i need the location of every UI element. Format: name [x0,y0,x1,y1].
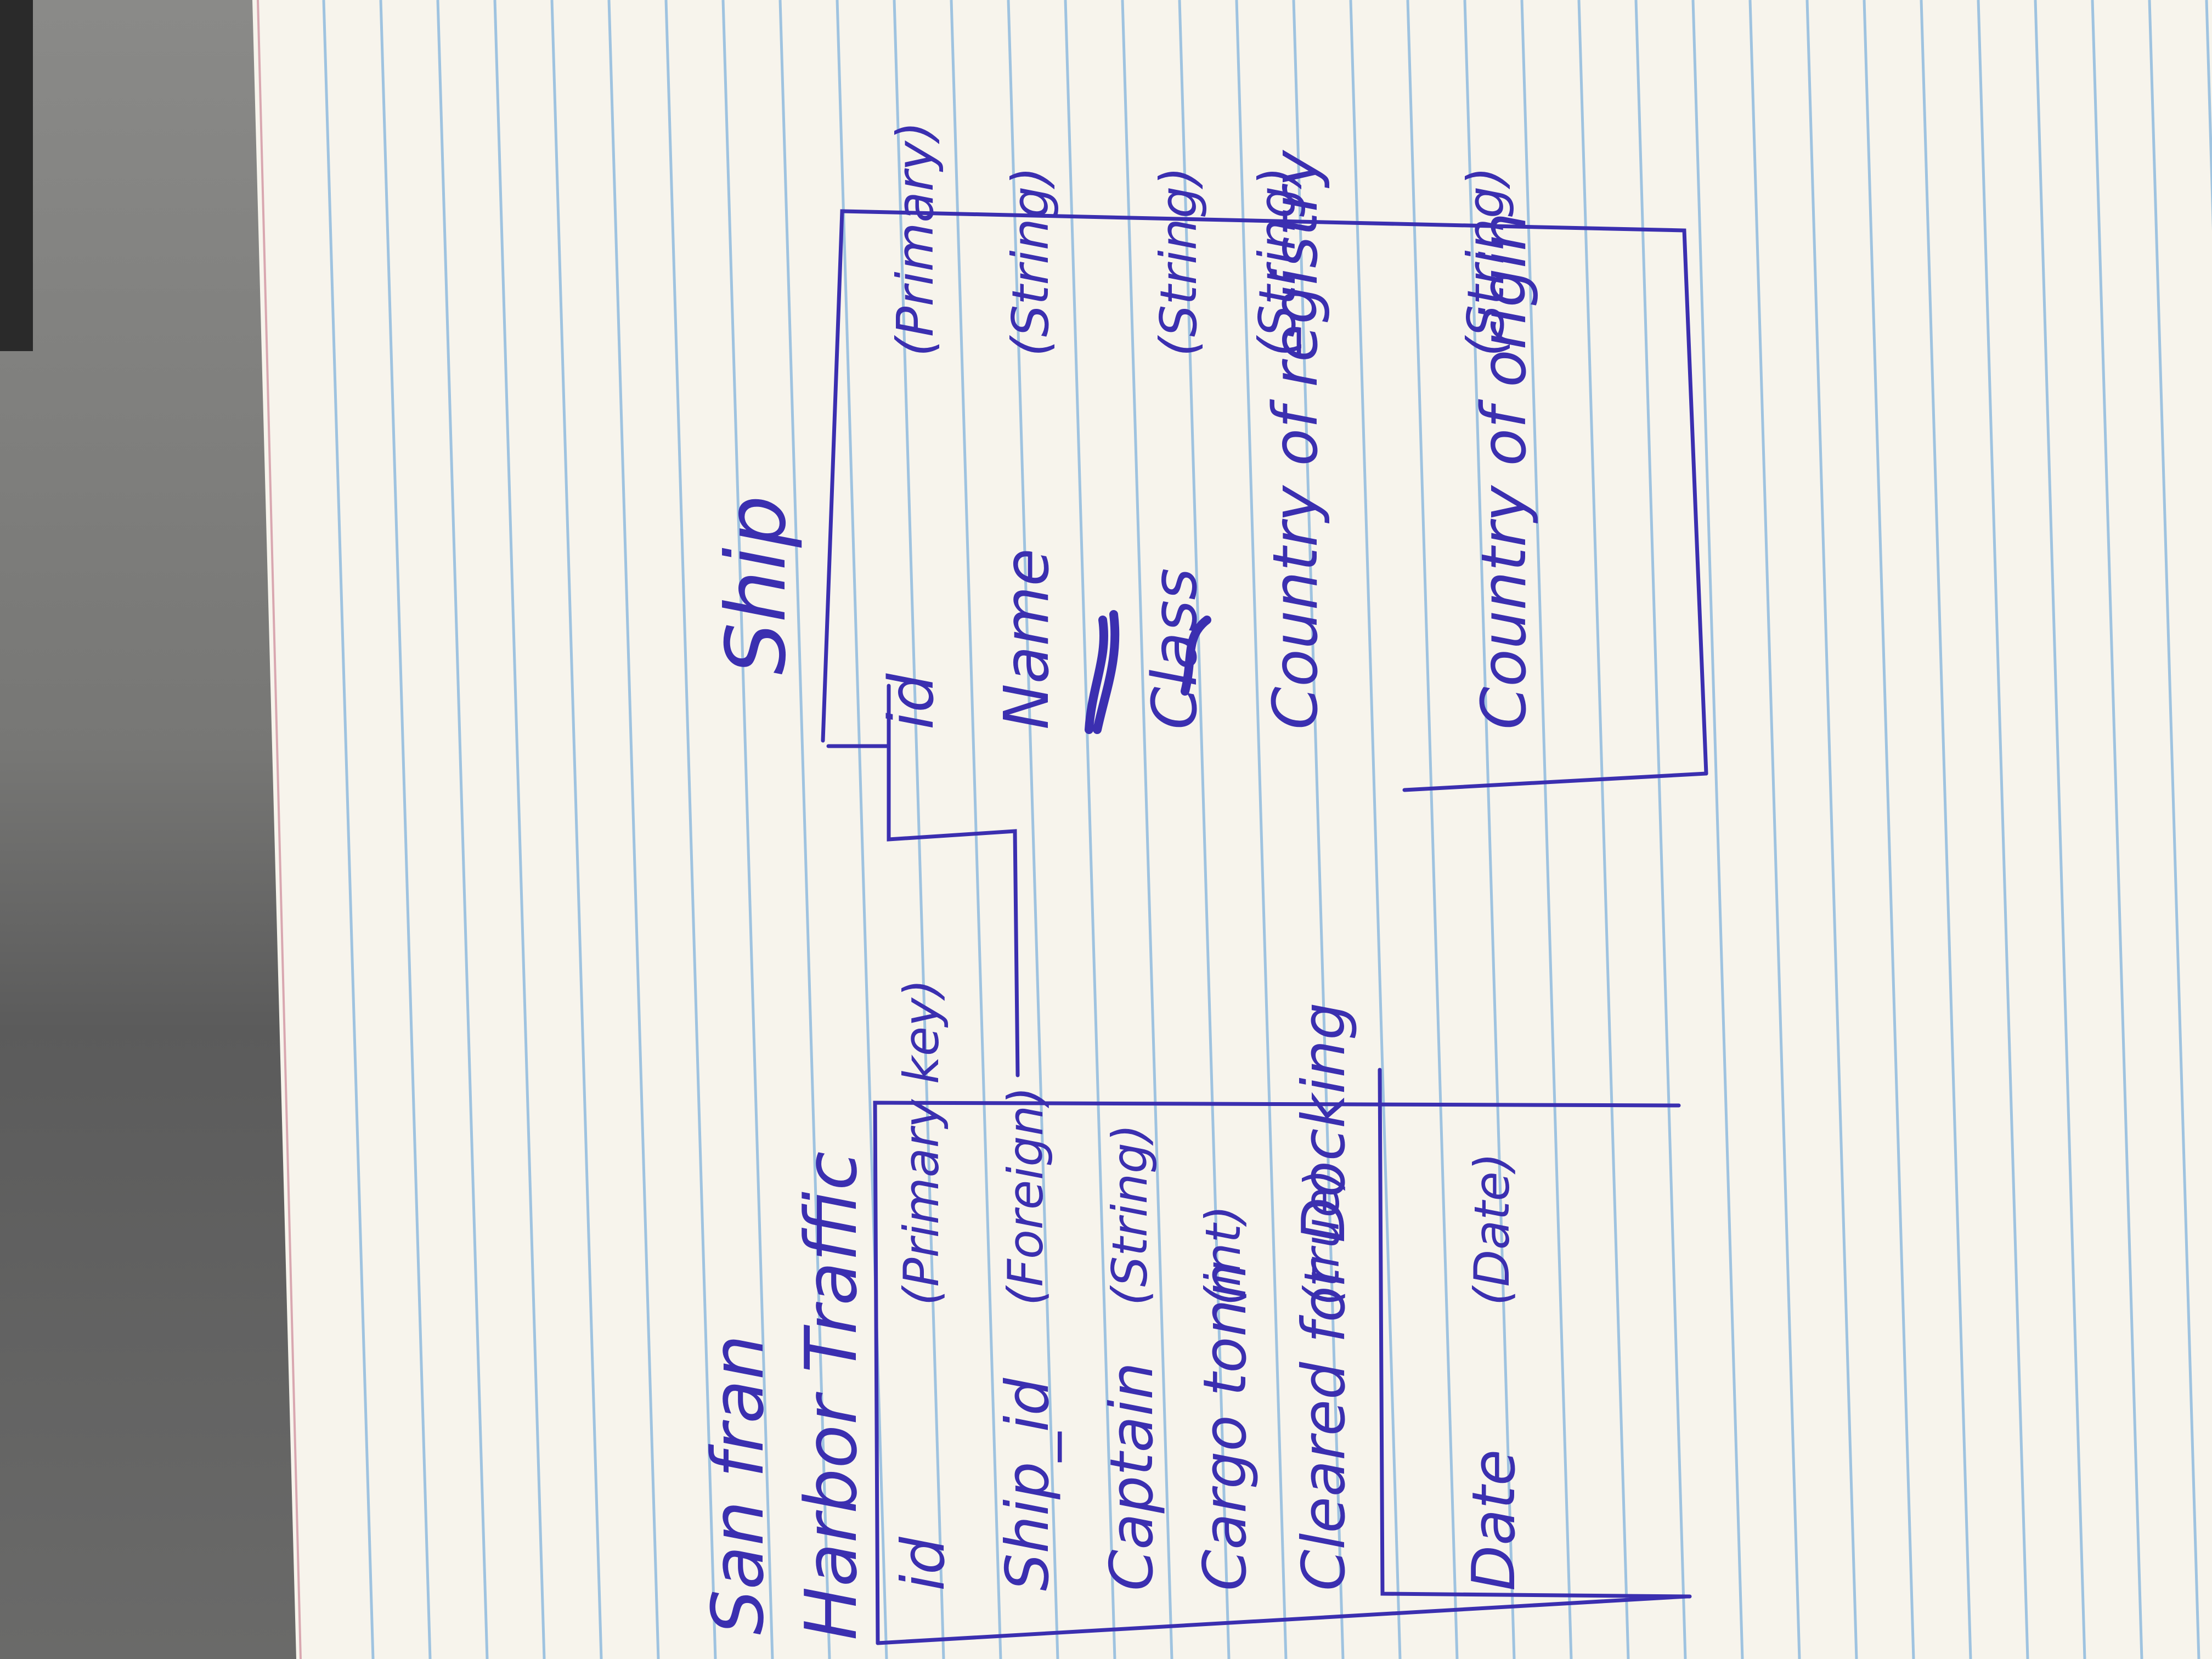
keyboard-edge [0,0,33,351]
ruled-line [1805,0,1858,1659]
ruled-line [379,0,432,1659]
scribble-strike [1085,610,1120,734]
ship-field-type: (Primary) [886,121,945,357]
harbor-title-line1: San fran [696,1335,780,1635]
harbor-field-name: id [889,1536,958,1591]
margin-line [257,0,302,1659]
ship-field-name: Country of registry [1260,149,1331,730]
harbor-field-type: (String) [1102,1124,1158,1306]
ruled-line [1463,0,1516,1659]
ruled-line [1634,0,1687,1659]
ship-field-type: (String) [1001,167,1060,357]
harbor-field-type: (true) [1294,1169,1350,1306]
ship-box [821,209,1708,792]
ship-field-name: id [876,673,947,730]
harbor-field-name: Date [1460,1449,1528,1591]
harbor-field-name: Ship_id [994,1377,1062,1591]
ship-title: Ship [709,495,804,675]
ruled-line [1748,0,1801,1659]
ruled-line [1406,0,1459,1659]
ship-field-type: (String) [1457,167,1515,357]
ruled-line [1121,0,1173,1659]
ruled-line [1292,0,1345,1659]
ruled-line [1178,0,1231,1659]
ruled-line [1691,0,1744,1659]
ruled-line [1863,0,1915,1659]
harbor-traffic-box [873,1068,1692,1645]
relationship-connector [887,684,1020,1077]
harbor-field-type: (int) [1195,1205,1251,1306]
ruled-line [721,0,774,1659]
harbor-field-type: (Date) [1464,1153,1520,1306]
harbor-title-line2: Harbor Traffic [789,1151,873,1640]
ruled-line [436,0,489,1659]
ruled-line [1007,0,1059,1659]
ruled-line [2091,0,2143,1659]
ruled-line [322,0,375,1659]
ruled-line [664,0,717,1659]
ship-field-type: (String) [1149,167,1208,357]
ruled-line [1520,0,1573,1659]
ruled-line [1577,0,1630,1659]
ruled-line [893,0,945,1659]
harbor-field-name: Cargo tonn [1191,1262,1260,1591]
ruled-line [778,0,831,1659]
harbor-field-name: Cleared for Docking [1290,1002,1358,1591]
harbor-field-type: (Foreign) [997,1086,1054,1306]
ship-field-type: (String) [1248,167,1307,357]
ruled-line [950,0,1002,1659]
ruled-line [493,0,546,1659]
paper-sheet [252,0,2212,1659]
harbor-field-name: Captain [1098,1362,1166,1591]
ship-field-name: Country of origin [1469,212,1540,730]
harbor-field-type: (Primary key) [893,979,950,1306]
ship-field-name: Name [991,549,1063,730]
ruled-line [1977,0,2029,1659]
ruled-line [607,0,660,1659]
ruled-line [1349,0,1402,1659]
ruled-line [1235,0,1288,1659]
ruled-line [1920,0,1972,1659]
ruled-line [550,0,603,1659]
ship-field-name: Class [1139,568,1211,730]
ruled-line [1064,0,1116,1659]
ruled-line [2034,0,2086,1659]
scribble-strike [1181,616,1211,696]
ruled-line [2148,0,2200,1659]
